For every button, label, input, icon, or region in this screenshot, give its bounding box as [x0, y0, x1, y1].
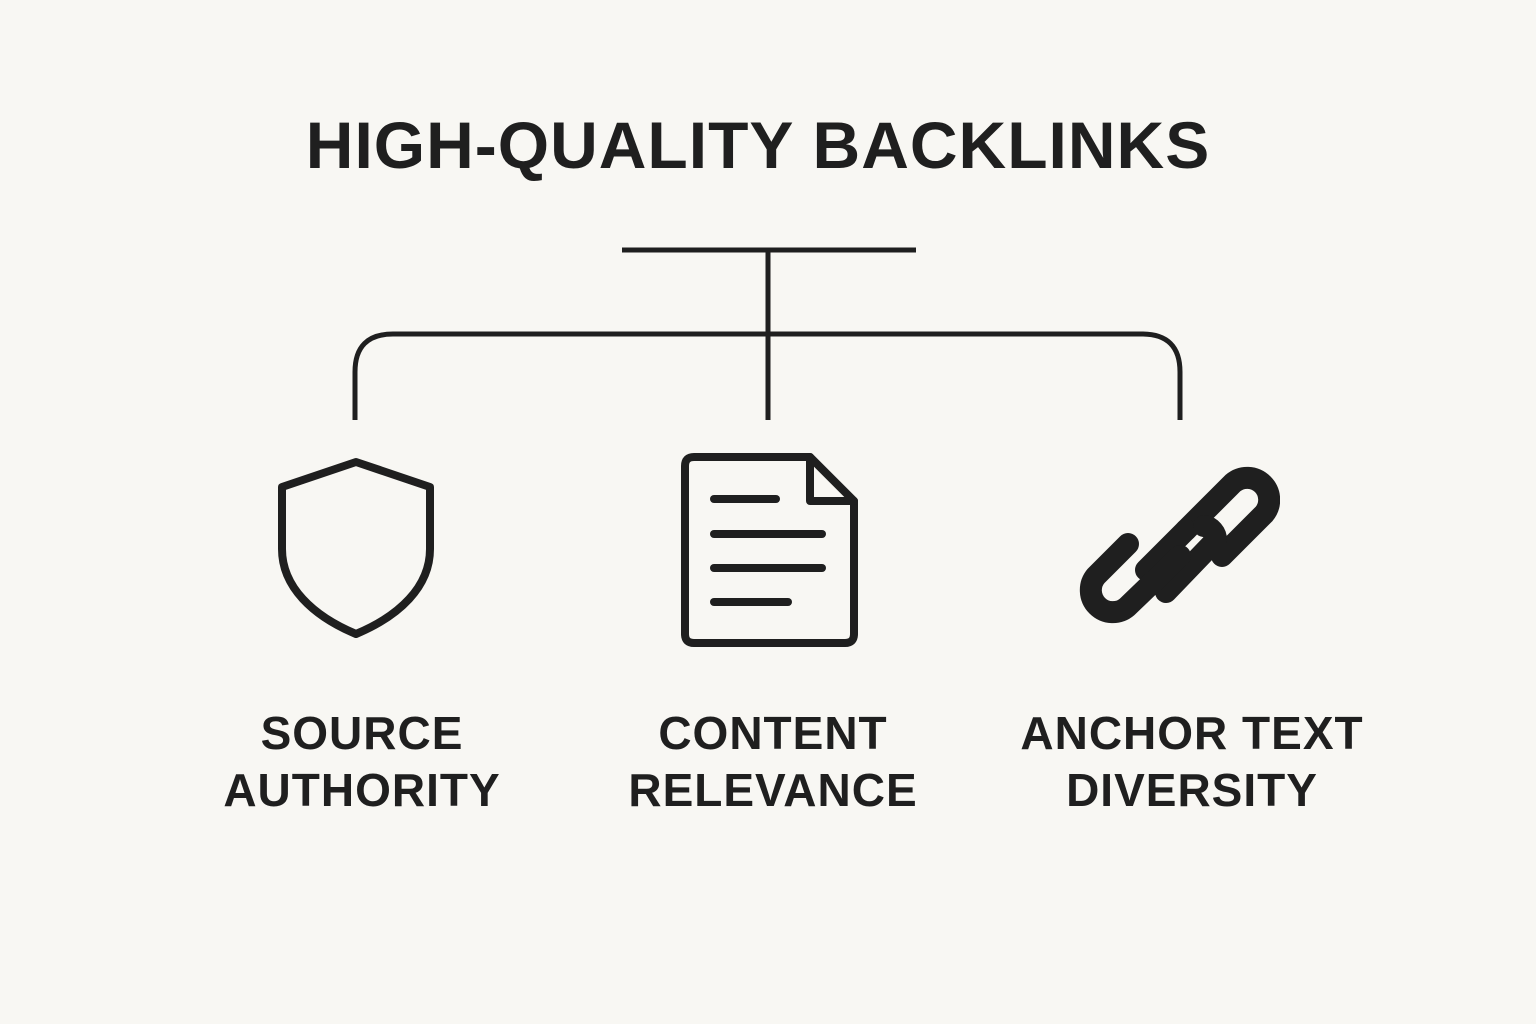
chain-link-icon [1079, 466, 1280, 624]
branch-label-line: CONTENT [658, 707, 888, 759]
document-icon [681, 453, 858, 647]
branch-label-source-authority: SOURCE AUTHORITY [152, 705, 572, 819]
diagram-title: HIGH-QUALITY BACKLINKS [305, 108, 1211, 182]
branch-label-anchor-text-diversity: ANCHOR TEXT DIVERSITY [982, 705, 1402, 819]
branch-label-line: RELEVANCE [628, 764, 918, 816]
branch-label-content-relevance: CONTENT RELEVANCE [563, 705, 983, 819]
branch-label-line: DIVERSITY [1066, 764, 1318, 816]
branch-label-line: SOURCE [260, 707, 464, 759]
branch-bracket [352, 331, 1183, 420]
branch-label-line: AUTHORITY [223, 764, 501, 816]
branch-label-line: ANCHOR TEXT [1020, 707, 1364, 759]
shield-icon [278, 458, 434, 638]
